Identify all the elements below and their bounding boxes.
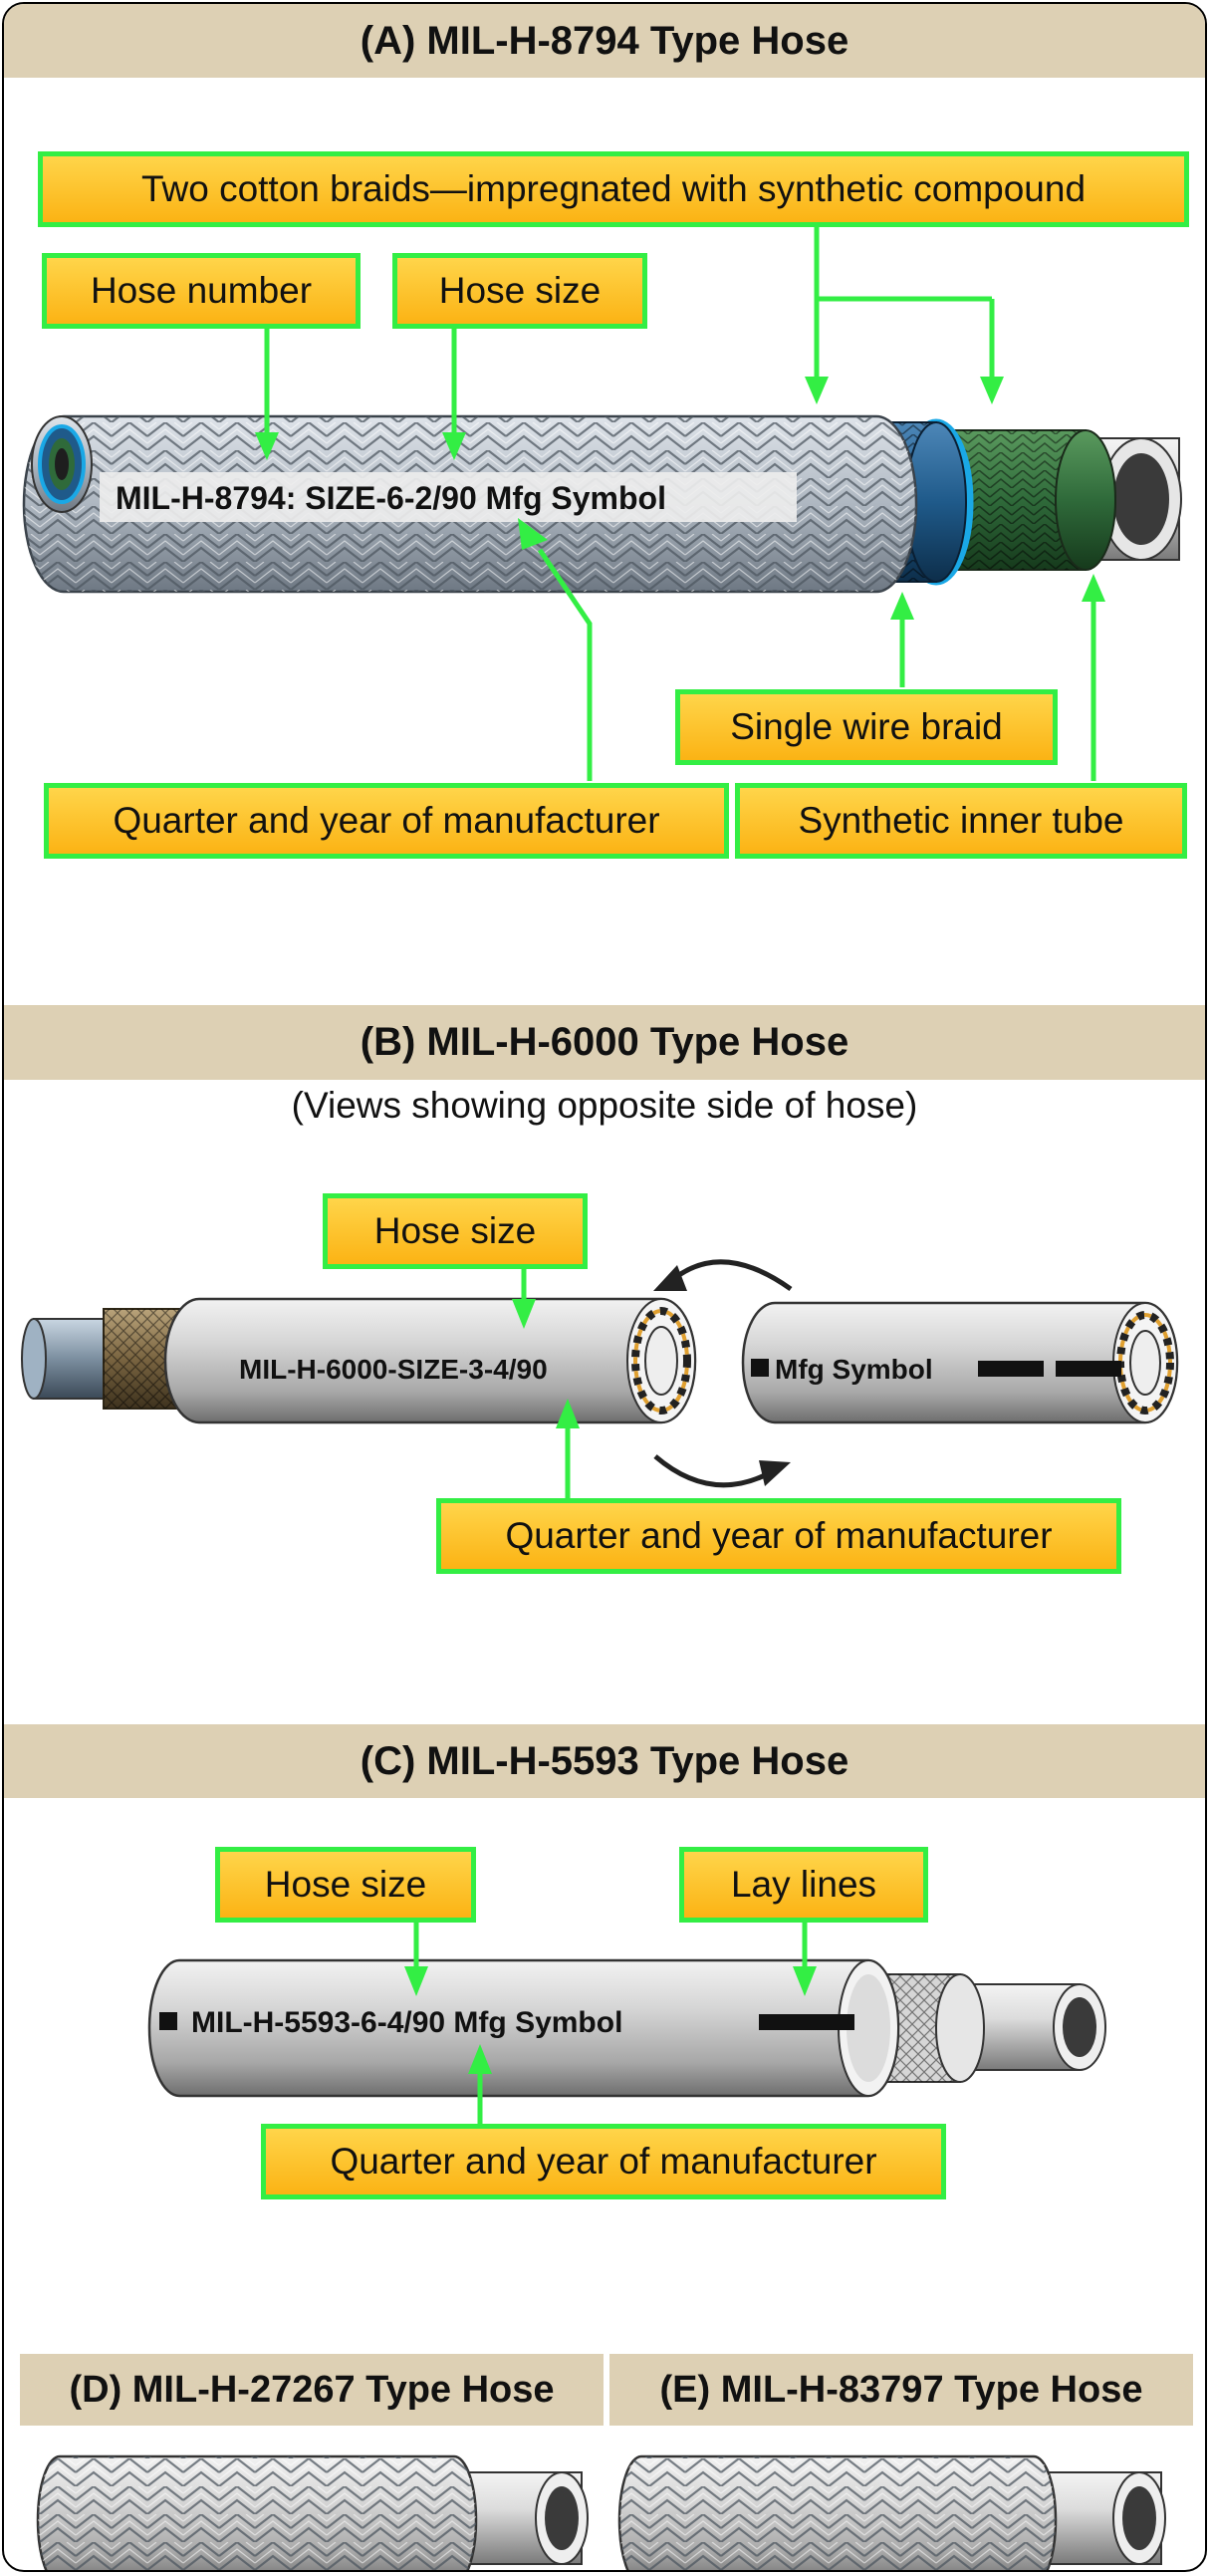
hose-b-marking-right: Mfg Symbol	[775, 1354, 933, 1385]
callout-quarter-year-b: Quarter and year of manufacturer	[436, 1498, 1121, 1574]
hose-a: MIL-H-8794: SIZE-6-2/90 Mfg Symbol	[22, 414, 1182, 594]
callout-hose-size-c: Hose size	[215, 1847, 476, 1923]
hose-artwork: MIL-H-8794: SIZE-6-2/90 Mfg Symbol	[21, 225, 1182, 2570]
section-e-title: (E) MIL-H-83797 Type Hose	[609, 2354, 1193, 2426]
rotation-arrows	[653, 1259, 793, 1488]
callout-hose-size-a: Hose size	[392, 253, 647, 329]
hose-c-arrowheads	[404, 1966, 817, 2074]
hose-c-leaders	[413, 1921, 808, 2124]
callout-lay-lines: Lay lines	[679, 1847, 928, 1923]
callout-inner-tube: Synthetic inner tube	[735, 783, 1187, 859]
section-d-title: (D) MIL-H-27267 Type Hose	[20, 2354, 604, 2426]
callout-hose-number: Hose number	[42, 253, 361, 329]
section-c-title: (C) MIL-H-5593 Type Hose	[4, 1724, 1205, 1798]
hose-b-arrowheads	[512, 1299, 580, 1428]
hose-c: MIL-H-5593-6-4/90 Mfg Symbol	[147, 1958, 1106, 2098]
hose-b-left: MIL-H-6000-SIZE-3-4/90	[21, 1297, 697, 1424]
hose-a-marking: MIL-H-8794: SIZE-6-2/90 Mfg Symbol	[116, 480, 666, 516]
hose-e	[617, 2454, 1166, 2570]
section-b-title: (B) MIL-H-6000 Type Hose	[4, 1005, 1205, 1080]
hose-b-leaders	[521, 1265, 571, 1500]
hose-c-marking: MIL-H-5593-6-4/90 Mfg Symbol	[191, 2006, 622, 2039]
hose-d	[36, 2454, 589, 2570]
hose-b-right: Mfg Symbol	[741, 1301, 1179, 1424]
callout-single-wire-braid: Single wire braid	[675, 689, 1058, 765]
hose-a-arrowheads	[255, 377, 1105, 620]
hose-b-marking-left: MIL-H-6000-SIZE-3-4/90	[239, 1354, 548, 1385]
callout-quarter-year-c: Quarter and year of manufacturer	[261, 2124, 946, 2199]
callout-cotton-braids: Two cotton braids—impregnated with synth…	[38, 151, 1189, 227]
callout-hose-size-b: Hose size	[323, 1193, 588, 1269]
section-a-title: (A) MIL-H-8794 Type Hose	[4, 4, 1205, 78]
callout-quarter-year-a: Quarter and year of manufacturer	[44, 783, 729, 859]
section-b-subtitle: (Views showing opposite side of hose)	[291, 1085, 918, 1126]
hose-a-leaders	[264, 225, 1096, 781]
